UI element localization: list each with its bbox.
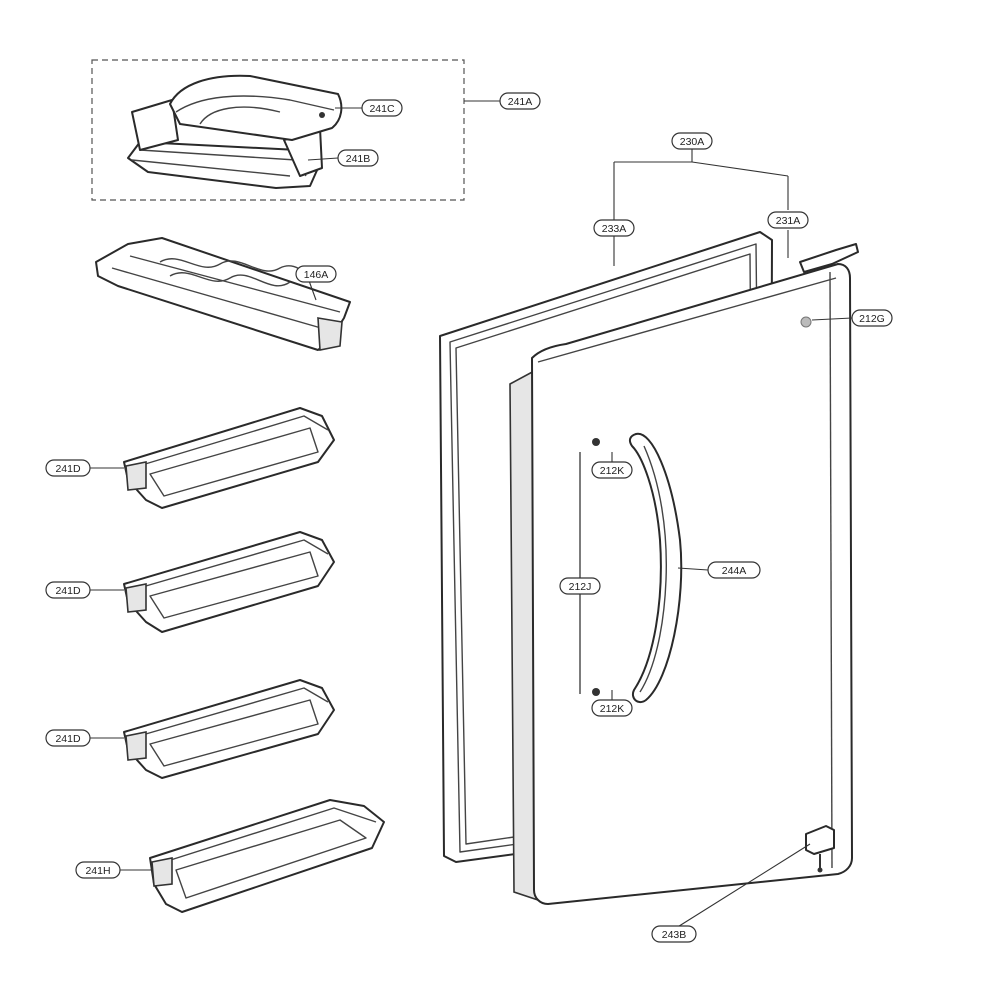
part-241D-bin-2	[123, 531, 335, 633]
part-231A-door	[509, 243, 859, 905]
callout-212J: 212J	[559, 577, 601, 595]
leader-212G	[811, 317, 853, 321]
callout-233A: 233A	[593, 219, 635, 237]
callout-231A: 231A	[767, 211, 809, 229]
callout-241B-label: 241B	[346, 153, 371, 165]
part-244A-handle	[628, 432, 683, 704]
callout-244A-label: 244A	[722, 565, 747, 577]
callout-146A-label: 146A	[304, 269, 329, 281]
callout-241D-3-label: 241D	[55, 733, 81, 745]
callout-241C-label: 241C	[369, 103, 395, 115]
callout-241B: 241B	[337, 149, 379, 167]
callout-241D-1-label: 241D	[55, 463, 81, 475]
callout-241A: 241A	[499, 92, 541, 110]
assembly-241A-group-box	[91, 59, 465, 201]
part-241D-bin-3	[123, 679, 335, 779]
leader-230A-right	[691, 161, 789, 177]
part-146A-basket	[95, 237, 351, 351]
part-243B-hinge	[805, 825, 835, 873]
callout-241H-label: 241H	[85, 865, 110, 877]
callout-243B-label: 243B	[662, 929, 687, 941]
callout-212J-label: 212J	[569, 581, 592, 593]
callout-241A-label: 241A	[508, 96, 533, 108]
callout-231A-label: 231A	[776, 215, 801, 227]
callout-241D-3: 241D	[45, 729, 91, 747]
callout-212K-top-label: 212K	[600, 465, 625, 477]
part-241C-cover	[169, 74, 343, 141]
part-241B-tray	[127, 99, 323, 189]
callout-230A: 230A	[671, 132, 713, 150]
callout-233A-label: 233A	[602, 223, 627, 235]
leader-241B	[307, 157, 339, 161]
callout-241C: 241C	[361, 99, 403, 117]
callout-241H: 241H	[75, 861, 121, 879]
part-241D-bin-1	[123, 407, 335, 509]
leader-243B	[675, 843, 811, 929]
callout-230A-label: 230A	[680, 136, 705, 148]
callout-146A: 146A	[295, 265, 337, 283]
callout-241D-2-label: 241D	[55, 585, 81, 597]
callout-212K-bottom: 212K	[591, 699, 633, 717]
callout-241D-1: 241D	[45, 459, 91, 477]
leader-244A	[677, 567, 709, 571]
callout-212G-label: 212G	[859, 313, 885, 325]
callout-241D-2: 241D	[45, 581, 91, 599]
callout-212K-bottom-label: 212K	[600, 703, 625, 715]
callout-244A: 244A	[707, 561, 761, 579]
part-241H-bin	[149, 799, 385, 913]
callout-212K-top: 212K	[591, 461, 633, 479]
callout-243B: 243B	[651, 925, 697, 943]
callout-212G: 212G	[851, 309, 893, 327]
